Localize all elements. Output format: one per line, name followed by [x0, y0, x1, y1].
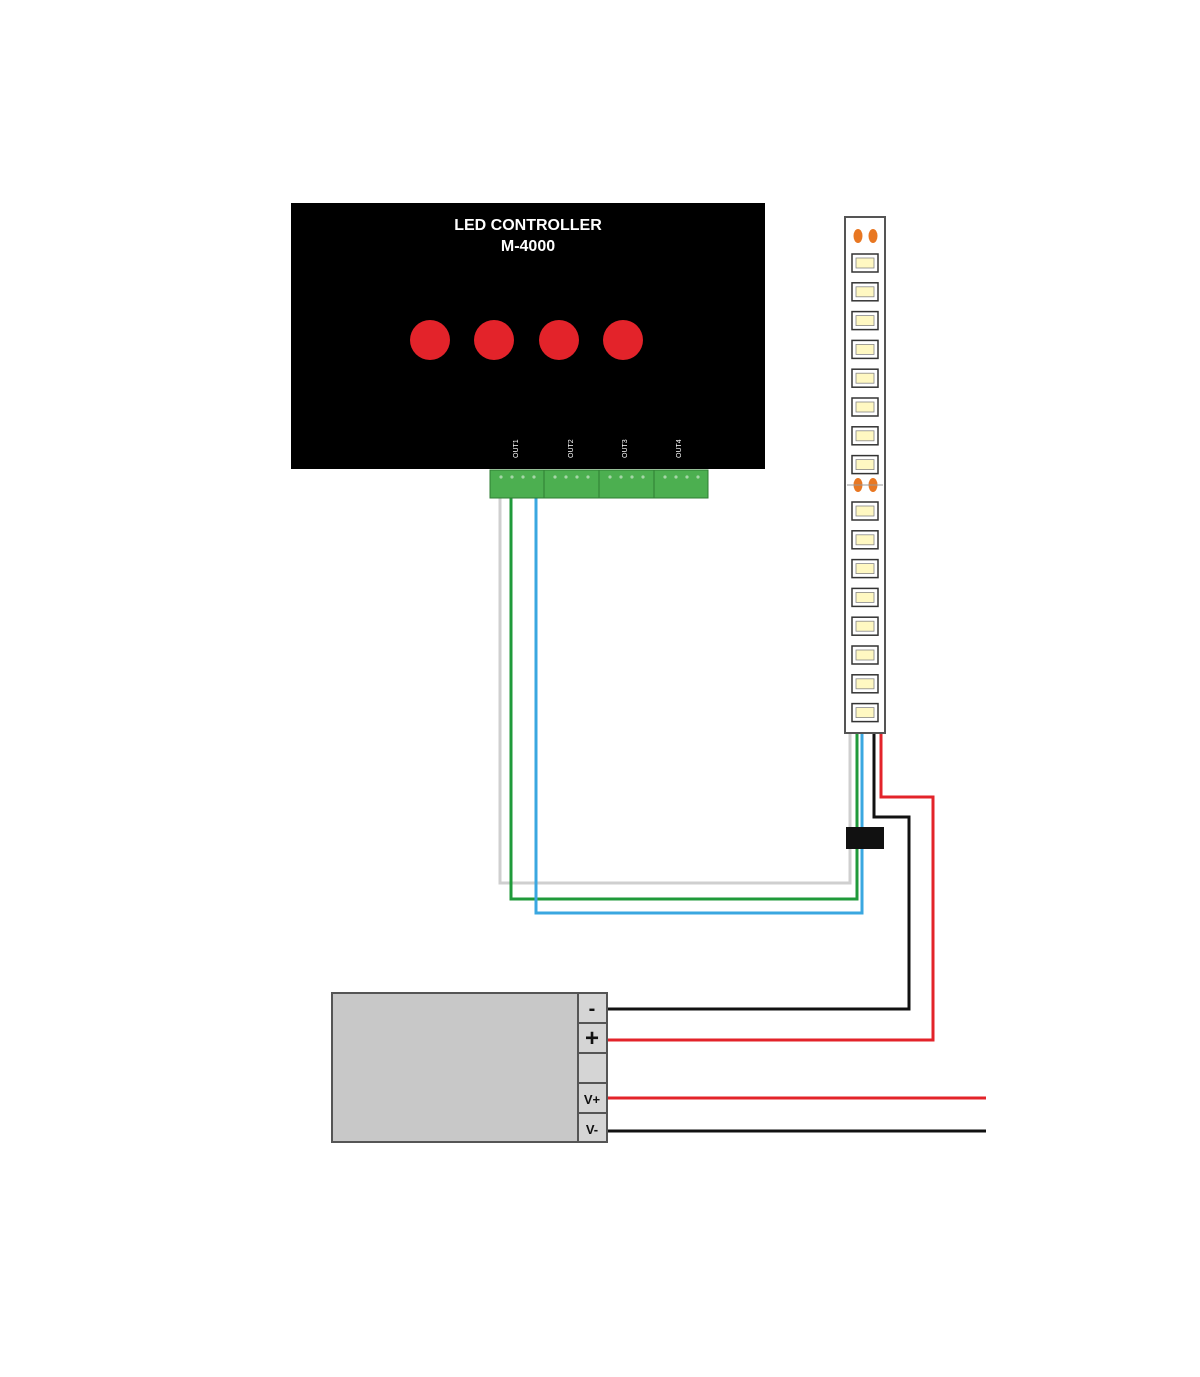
psu-body [331, 992, 579, 1143]
psu-label-positive: + [585, 1025, 599, 1052]
controller-button-1[interactable] [410, 320, 450, 360]
led-emitter [855, 649, 875, 661]
led-emitter [855, 315, 875, 327]
led-emitter [855, 620, 875, 632]
mains-wires [606, 1096, 986, 1133]
led-emitter [855, 707, 875, 718]
output-terminals [489, 469, 709, 499]
psu-label-vminus: V- [586, 1122, 598, 1137]
output-label-1: OUT1 [513, 439, 520, 458]
output-label-4: OUT4 [676, 439, 683, 458]
led-chips [851, 253, 879, 723]
controller-button-3[interactable] [539, 320, 579, 360]
strip-positive-wire [606, 733, 935, 1042]
controller-button-2[interactable] [474, 320, 514, 360]
data-wire-green [509, 498, 859, 901]
psu-terminal-vminus[interactable] [577, 1112, 608, 1143]
psu-terminal-positive[interactable] [577, 1022, 608, 1054]
led-emitter [855, 459, 875, 471]
output-terminal-4[interactable] [653, 469, 709, 499]
psu-label-negative: - [589, 998, 596, 1020]
data-wire-white [498, 498, 852, 885]
led-emitter [855, 372, 875, 384]
led-emitter [855, 401, 875, 413]
wire-connector [846, 827, 884, 849]
data-wire-blue [534, 498, 864, 915]
psu-terminal-vplus[interactable] [577, 1082, 608, 1114]
psu-label-vplus: V+ [584, 1092, 601, 1107]
controller-title: LED CONTROLLER [454, 217, 602, 234]
output-label-3: OUT3 [622, 439, 629, 458]
led-emitter [855, 592, 875, 603]
led-emitter [855, 505, 875, 517]
led-emitter [855, 257, 875, 269]
terminal-screws [499, 475, 700, 479]
solder-pad [868, 229, 878, 243]
strip-negative-wire [606, 733, 911, 1011]
led-controller: LED CONTROLLER M-4000 OUT1 OUT2 OUT3 OUT… [291, 203, 765, 469]
controller-body [291, 203, 765, 469]
led-emitter [855, 563, 875, 574]
led-strip [844, 216, 886, 734]
output-terminal-3[interactable] [598, 469, 655, 499]
output-label-2: OUT2 [568, 439, 575, 458]
power-supply: - + V+ V- [331, 992, 608, 1143]
solder-pad [853, 229, 863, 243]
led-emitter [855, 430, 875, 442]
output-terminal-2[interactable] [543, 469, 600, 499]
strip-power-wires [606, 733, 935, 1042]
led-emitter [855, 343, 875, 355]
led-emitter [855, 286, 875, 298]
output-terminal-1[interactable] [489, 469, 545, 499]
controller-button-4[interactable] [603, 320, 643, 360]
led-emitter [855, 678, 875, 690]
led-emitter [855, 534, 875, 546]
data-wires [498, 498, 864, 915]
psu-terminal-blank [577, 1052, 608, 1084]
controller-model: M-4000 [501, 238, 555, 255]
